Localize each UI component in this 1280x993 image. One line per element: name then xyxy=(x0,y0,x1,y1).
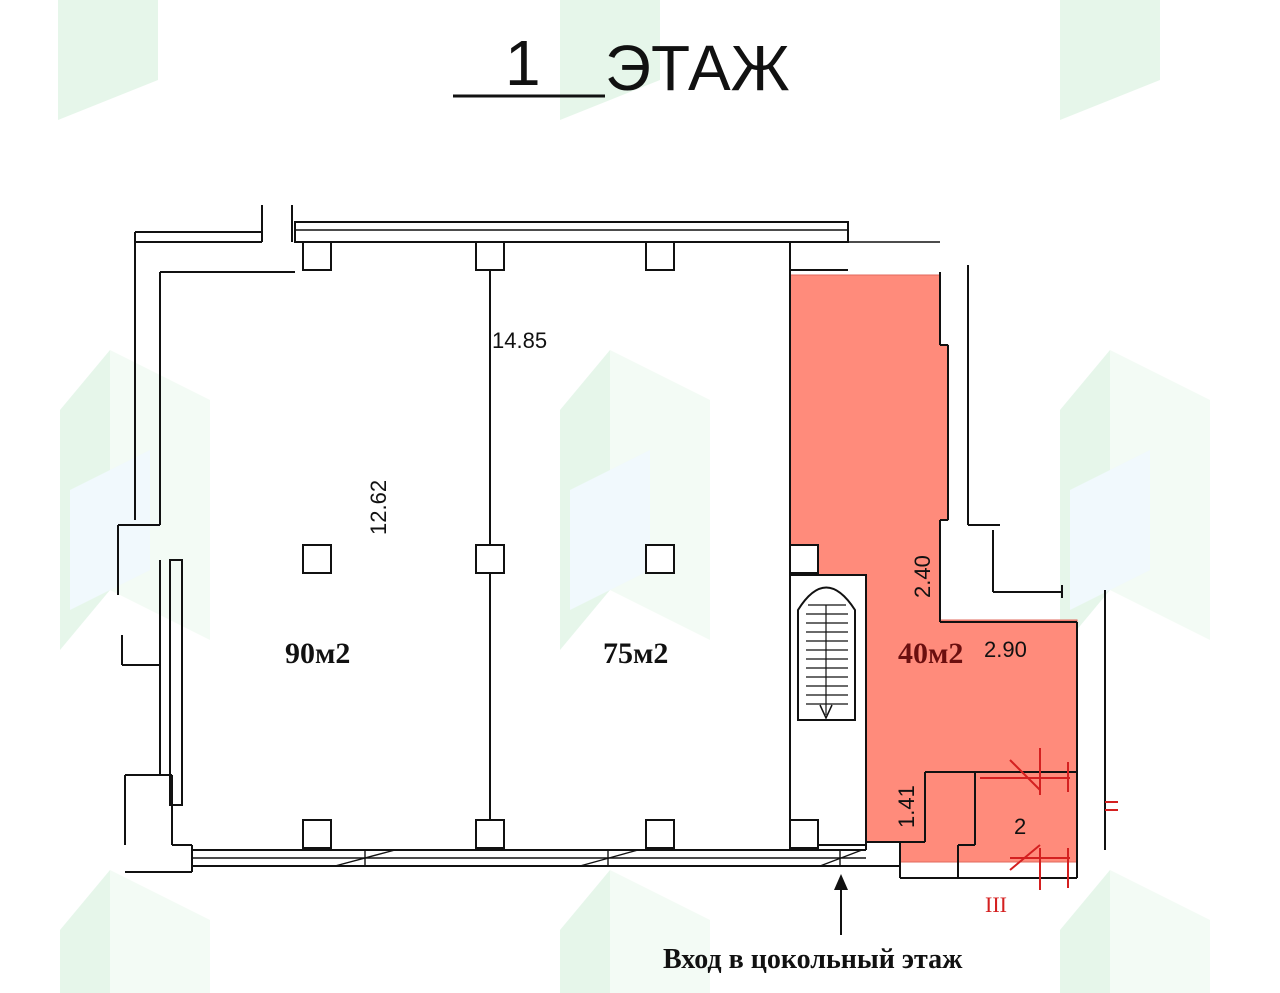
stair-steps xyxy=(806,604,848,715)
column xyxy=(302,819,332,849)
room-small-walls xyxy=(900,771,1077,878)
dimension-height-small: 1.41 xyxy=(894,785,919,828)
column xyxy=(302,544,332,574)
stair-down-arrow-icon xyxy=(819,704,833,720)
watermark-logo-icon xyxy=(1060,870,1210,993)
column xyxy=(302,241,332,271)
columns xyxy=(302,241,819,849)
watermark-logo-icon xyxy=(1060,350,1210,650)
dimension-width-top: 14.85 xyxy=(492,328,547,353)
stair-outline xyxy=(797,586,856,721)
top-wall-band xyxy=(294,221,849,243)
column xyxy=(475,241,505,271)
column xyxy=(645,819,675,849)
floor-word: ЭТАЖ xyxy=(605,32,790,104)
red-markings xyxy=(980,748,1118,890)
watermark-logo-icon xyxy=(1060,0,1160,120)
section-mark: III xyxy=(985,892,1007,917)
column xyxy=(789,819,819,849)
staircase xyxy=(789,574,867,846)
watermark-logo-icon xyxy=(560,0,660,120)
floor-title: 1 ЭТАЖ xyxy=(453,27,790,104)
room-right-area: 40м2 xyxy=(898,637,963,670)
room-left-area: 90м2 xyxy=(285,637,350,670)
entrance-marker: Вход в цокольный этаж xyxy=(663,874,963,975)
room-small-number: 2 xyxy=(1014,814,1026,839)
outer-walls xyxy=(117,205,1106,879)
dimension-height-left: 12.62 xyxy=(366,480,391,535)
watermark-logos xyxy=(58,0,1210,993)
watermark-logo-icon xyxy=(560,870,710,993)
column xyxy=(475,544,505,574)
column xyxy=(645,241,675,271)
column xyxy=(789,544,819,574)
watermark-logo-icon xyxy=(58,0,158,120)
column xyxy=(645,544,675,574)
watermark-logo-icon xyxy=(560,350,710,650)
entrance-caption: Вход в цокольный этаж xyxy=(663,944,963,975)
dimension-height-right: 2.40 xyxy=(910,555,935,598)
dimension-width-right: 2.90 xyxy=(984,637,1027,662)
room-middle-area: 75м2 xyxy=(603,637,668,670)
watermark-logo-icon xyxy=(60,870,210,993)
column xyxy=(475,819,505,849)
floor-number: 1 xyxy=(505,27,541,99)
doors xyxy=(334,849,863,867)
